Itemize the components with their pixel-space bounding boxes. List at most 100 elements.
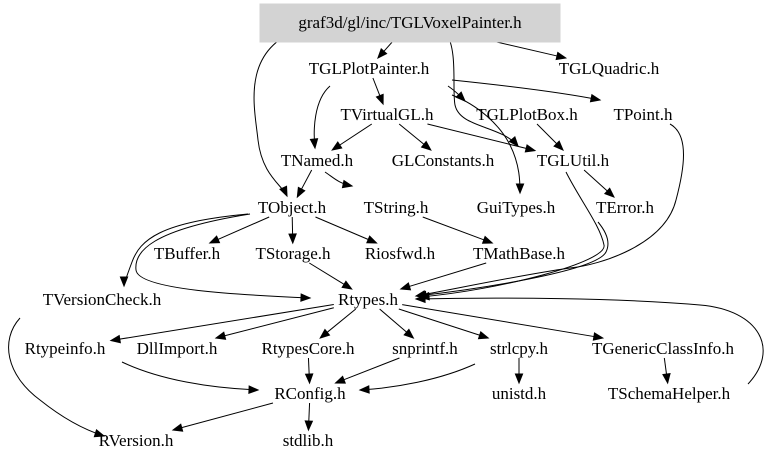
edge-tglutil-to-terror [583, 169, 615, 198]
edge-arrowhead [514, 373, 524, 385]
edge-rtypes-to-strlcpy [398, 308, 490, 340]
edge-line [402, 304, 595, 338]
edge-tglplotpainter-to-tglplotbox [447, 85, 466, 102]
edge-arrowhead [592, 332, 605, 341]
edge-line [342, 357, 400, 381]
node-dllimport[interactable]: DllImport.h [137, 339, 218, 358]
edge-tobject-to-rtypes [135, 213, 312, 302]
node-tgenericclassinfo[interactable]: TGenericClassInfo.h [592, 339, 735, 358]
edge-arrowhead [319, 328, 331, 339]
edge-tstring-to-tmathbase [422, 216, 494, 244]
edge-arrowhead [334, 375, 346, 384]
node-label: RtypesCore.h [261, 339, 355, 358]
edge-arrowhead [288, 233, 297, 245]
node-label: TString.h [364, 198, 429, 217]
node-tstring[interactable]: TString.h [364, 198, 429, 217]
node-riosfwd[interactable]: Riosfwd.h [365, 244, 436, 263]
root-node-box [259, 3, 561, 43]
node-rtypes[interactable]: Rtypes.h [338, 290, 398, 309]
node-label: TPoint.h [613, 105, 673, 124]
node-label: TSchemaHelper.h [608, 384, 731, 403]
node-terror[interactable]: TError.h [596, 198, 655, 217]
edge-line [398, 123, 425, 146]
edge-line [118, 304, 334, 340]
edge-line [451, 94, 521, 194]
node-label: TGenericClassInfo.h [592, 339, 735, 358]
node-tglplotbox[interactable]: TGLPlotBox.h [476, 105, 578, 124]
edge-arrowhead [589, 93, 602, 103]
node-tglutil[interactable]: TGLUtil.h [537, 151, 610, 170]
node-rversion[interactable]: RVersion.h [99, 431, 174, 450]
edge-line [338, 123, 373, 147]
node-guitypes[interactable]: GuiTypes.h [477, 198, 556, 217]
node-glconstants[interactable]: GLConstants.h [392, 151, 495, 170]
edge-arrowhead [515, 183, 525, 195]
edge-arrowhead [341, 280, 353, 290]
node-tobject[interactable]: TObject.h [258, 198, 327, 217]
edge-tstorage-to-rtypes [309, 262, 353, 290]
nodes-layer: graf3d/gl/inc/TGLVoxelPainter.hTGLPlotPa… [25, 3, 735, 450]
edge-line [121, 361, 259, 391]
node-tvirtualgl[interactable]: TVirtualGL.h [341, 105, 434, 124]
node-stdlib[interactable]: stdlib.h [283, 431, 334, 450]
edge-tschemahelper-to-rtypes [414, 294, 764, 385]
node-tglquadric[interactable]: TGLQuadric.h [559, 59, 660, 78]
edge-line [216, 216, 270, 241]
node-label: snprintf.h [392, 339, 458, 358]
node-tbuffer[interactable]: TBuffer.h [154, 244, 221, 263]
edge-arrowhead [304, 420, 314, 432]
edge-arrowhead [603, 187, 615, 198]
edge-arrowhead [375, 93, 384, 106]
edge-line [359, 363, 476, 391]
node-tversioncheck[interactable]: TVersionCheck.h [43, 290, 162, 309]
edge-line [583, 169, 609, 193]
edges-layer [8, 29, 764, 438]
node-label: Rtypeinfo.h [25, 339, 106, 358]
edge-arrowhead [555, 51, 568, 61]
edge-line [408, 262, 487, 288]
node-snprintf[interactable]: snprintf.h [392, 339, 458, 358]
node-tschemahelper[interactable]: TSchemaHelper.h [608, 384, 731, 403]
node-root[interactable]: graf3d/gl/inc/TGLVoxelPainter.h [259, 3, 561, 43]
edge-snprintf-to-rconfig [334, 357, 400, 384]
edge-line [8, 317, 105, 437]
edge-tnamed-to-tobject [296, 169, 313, 199]
edge-line [415, 297, 764, 385]
edge-arrowhead [331, 141, 343, 151]
edge-arrowhead [248, 385, 260, 394]
node-label: TStorage.h [255, 244, 331, 263]
edge-strlcpy-to-rconfig [358, 363, 476, 394]
edge-rtypes-to-rtypescore [319, 308, 357, 339]
node-label: DllImport.h [137, 339, 218, 358]
edge-tmathbase-to-rtypes [399, 262, 487, 291]
node-tpoint[interactable]: TPoint.h [613, 105, 673, 124]
node-tstorage[interactable]: TStorage.h [255, 244, 331, 263]
node-rtypeinfo[interactable]: Rtypeinfo.h [25, 339, 106, 358]
node-rtypescore[interactable]: RtypesCore.h [261, 339, 355, 358]
edge-tglplotpainter-to-tnamed [309, 85, 331, 150]
node-label: RConfig.h [274, 384, 346, 403]
node-tmathbase[interactable]: TMathBase.h [473, 244, 566, 263]
edge-tobject-to-tstorage [288, 216, 297, 245]
edge-arrowhead [403, 328, 415, 339]
node-label: GLConstants.h [392, 151, 495, 170]
edge-line [308, 402, 311, 423]
edge-arrowhead [414, 294, 426, 304]
edge-rconfig-to-rversion [171, 402, 274, 432]
node-rconfig[interactable]: RConfig.h [274, 384, 346, 403]
node-label: TGLQuadric.h [559, 59, 660, 78]
edge-line [253, 29, 299, 197]
edge-line [451, 79, 601, 101]
node-tglplotpainter[interactable]: TGLPlotPainter.h [309, 59, 430, 78]
edge-tglutil-to-rtypes [418, 171, 605, 301]
node-unistd[interactable]: unistd.h [492, 384, 547, 403]
edge-line [223, 307, 334, 337]
edge-line [300, 169, 313, 191]
node-label: TError.h [596, 198, 655, 217]
edge-arrowhead [358, 385, 370, 394]
node-label: TGLPlotBox.h [476, 105, 578, 124]
node-label: unistd.h [492, 384, 547, 403]
node-strlcpy[interactable]: strlcpy.h [490, 339, 548, 358]
node-tnamed[interactable]: TNamed.h [281, 151, 354, 170]
